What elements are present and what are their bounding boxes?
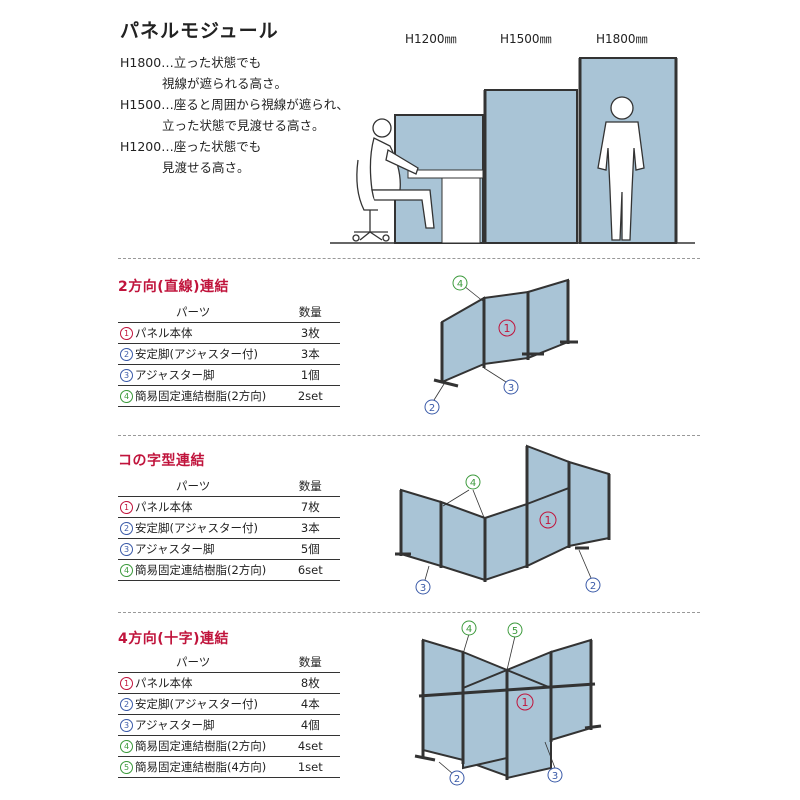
callout-1: [498, 319, 516, 337]
desk-drawer: [441, 177, 481, 244]
svg-text:3: 3: [508, 383, 514, 394]
panel-height-illustration: [330, 57, 695, 244]
col-qty: 数量: [268, 302, 341, 323]
callout-4: [452, 275, 468, 291]
standing-person-icon: [597, 96, 645, 241]
col-qty: 数量: [268, 476, 341, 497]
callout-5: [507, 622, 523, 638]
callout-4: [461, 620, 477, 636]
section-title-straight: 2方向(直線)連結: [118, 279, 230, 295]
u-shape-connection-illustration: 4 1 3 2: [395, 444, 611, 595]
section-divider: [118, 612, 700, 613]
callout-1: [516, 693, 534, 711]
callout-1: [539, 511, 557, 529]
svg-text:1: 1: [522, 696, 529, 709]
svg-text:4: 4: [470, 478, 476, 489]
section-title-u-shape: コの字型連結: [118, 453, 205, 469]
svg-text:4: 4: [457, 279, 463, 290]
desc-1500-line2: 立った状態で見渡せる高さ。: [162, 118, 325, 133]
svg-text:1: 1: [545, 514, 552, 527]
seated-person-icon: [352, 118, 435, 242]
desk-top: [407, 169, 484, 179]
height-label-1500: H1500㎜: [500, 32, 552, 46]
svg-text:4: 4: [466, 624, 472, 635]
callout-3: [415, 579, 431, 595]
section-title-cross: 4方向(十字)連結: [118, 631, 230, 647]
callout-3: [503, 379, 519, 395]
svg-text:2: 2: [429, 403, 435, 414]
callout-2: [585, 577, 601, 593]
desc-1200-line1: H1200…座った状態でも: [120, 139, 262, 154]
callout-2: [449, 770, 465, 786]
cross-connection-illustration: 4 5 1 2 3: [414, 620, 602, 786]
svg-text:1: 1: [504, 322, 511, 335]
desc-1800-line2: 視線が遮られる高さ。: [162, 76, 288, 91]
col-qty: 数量: [268, 652, 341, 673]
height-label-1800: H1800㎜: [596, 32, 648, 46]
svg-text:2: 2: [454, 774, 460, 785]
col-parts: パーツ: [118, 652, 269, 673]
svg-text:2: 2: [590, 581, 596, 592]
desc-1500-line1: H1500…座ると周囲から視線が遮られ、: [120, 97, 349, 112]
callout-3: [547, 767, 563, 783]
callout-2: [424, 399, 440, 415]
desc-1200-line2: 見渡せる高さ。: [162, 160, 250, 175]
desc-1800-line1: H1800…立った状態でも: [120, 55, 262, 70]
section-divider: [118, 435, 700, 436]
height-descriptions: H1800…立った状態でも 視線が遮られる高さ。 H1500…座ると周囲から視線…: [120, 52, 349, 178]
panel-h1500: [484, 89, 578, 244]
page-title: パネルモジュール: [120, 20, 279, 42]
callout-4: [465, 474, 481, 490]
svg-text:3: 3: [552, 771, 558, 782]
svg-text:3: 3: [420, 583, 426, 594]
section-divider: [118, 258, 700, 259]
straight-connection-illustration: 4 1 3 2: [424, 275, 578, 415]
height-label-1200: H1200㎜: [405, 32, 457, 46]
col-parts: パーツ: [118, 302, 269, 323]
col-parts: パーツ: [118, 476, 269, 497]
svg-text:5: 5: [512, 626, 518, 637]
